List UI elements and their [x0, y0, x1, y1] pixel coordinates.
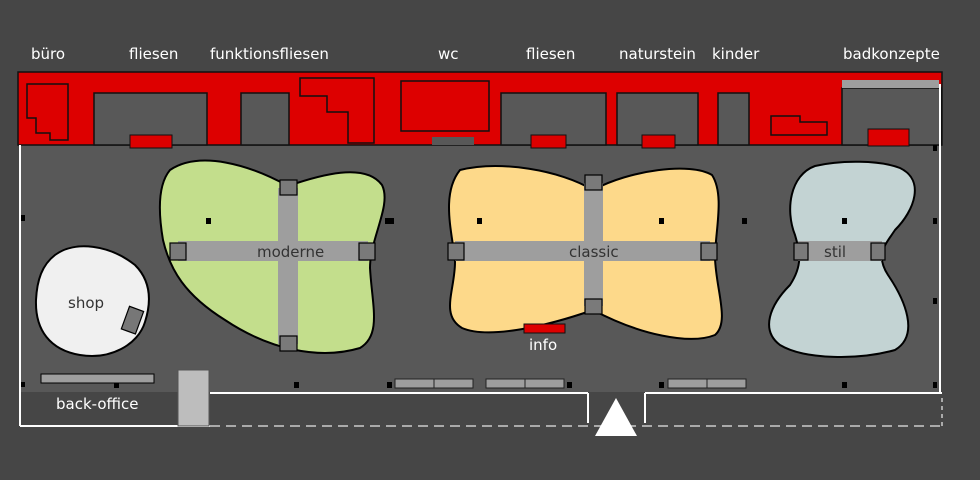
- niche-funktionsfliesen-2[interactable]: [299, 77, 375, 144]
- category-label-kinder[interactable]: kinder: [712, 45, 760, 63]
- moderne-marker-2: [385, 218, 390, 224]
- classic-marker-1: [477, 218, 482, 224]
- benches: [394, 378, 747, 389]
- display-niches: [26, 77, 942, 146]
- red-shelf-naturstein[interactable]: [641, 134, 676, 149]
- niche-buero[interactable]: [26, 83, 69, 141]
- outer-walls: [19, 84, 942, 427]
- entrance-arrow-icon[interactable]: [595, 398, 637, 436]
- category-label-badkonzepte[interactable]: badkonzepte: [843, 45, 940, 63]
- shop-island[interactable]: [34, 245, 150, 357]
- category-label-naturstein[interactable]: naturstein: [619, 45, 696, 63]
- info-desk[interactable]: [523, 323, 566, 334]
- niche-wc-floor: [432, 137, 474, 145]
- stil-walkway: [798, 241, 882, 261]
- category-label-wc[interactable]: wc: [438, 45, 459, 63]
- zone-label-moderne: moderne: [257, 243, 324, 261]
- zone-label-shop: shop: [68, 294, 104, 312]
- zone-label-info: info: [529, 336, 557, 354]
- column-markers: [21, 145, 937, 388]
- niche-badkonzepte-small[interactable]: [770, 115, 828, 136]
- category-label-buero[interactable]: büro: [31, 45, 65, 63]
- niche-kinder[interactable]: [717, 92, 750, 146]
- stil-marker: [842, 218, 847, 224]
- zone-label-classic: classic: [569, 243, 619, 261]
- shop-counter[interactable]: [120, 305, 145, 335]
- category-label-fliesen-2[interactable]: fliesen: [526, 45, 575, 63]
- back-office-partition: [177, 369, 210, 427]
- red-shelf-fliesen-1[interactable]: [129, 134, 173, 149]
- classic-pillars: [447, 174, 718, 315]
- moderne-walkway: [178, 188, 368, 344]
- stil-pillars: [793, 242, 886, 261]
- niche-naturstein[interactable]: [616, 92, 699, 146]
- niche-funktionsfliesen-1[interactable]: [240, 92, 290, 146]
- moderne-marker: [206, 218, 211, 224]
- moderne-pillars: [169, 179, 376, 352]
- back-office-shelf: [40, 373, 155, 384]
- badkonzepte-top-strip: [842, 80, 939, 88]
- red-shelf-badkonzepte[interactable]: [867, 128, 910, 147]
- zone-label-back-office: back-office: [56, 395, 139, 413]
- category-label-fliesen-1[interactable]: fliesen: [129, 45, 178, 63]
- classic-walkway: [455, 183, 710, 306]
- zone-label-stil: stil: [824, 243, 846, 261]
- category-label-funktionsfliesen[interactable]: funktionsfliesen: [210, 45, 329, 63]
- niche-wc[interactable]: [400, 80, 490, 132]
- red-shelf-fliesen-2[interactable]: [530, 134, 567, 149]
- classic-marker-2: [659, 218, 664, 224]
